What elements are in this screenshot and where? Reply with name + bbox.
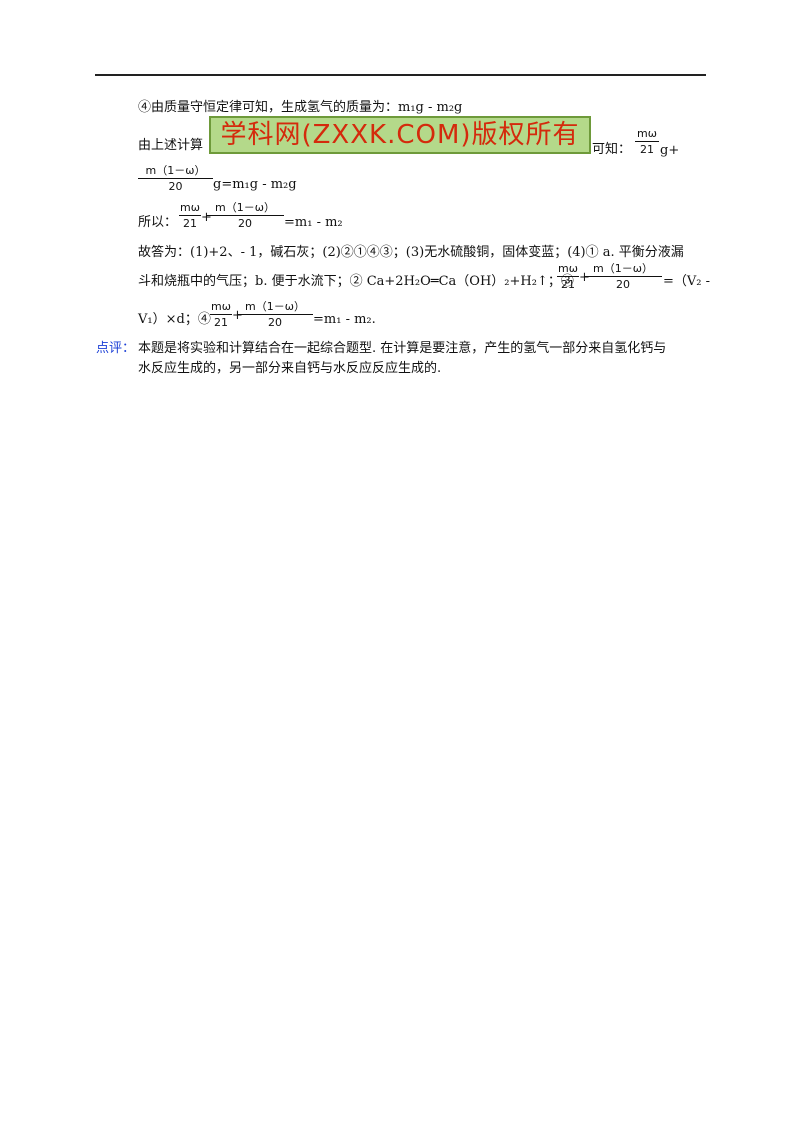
- fraction-denominator: 21: [183, 217, 197, 230]
- text-line-2-prefix: 由上述计算: [138, 138, 204, 153]
- text-line-4-prefix: 所以：: [138, 215, 178, 230]
- fraction-bar: [584, 276, 662, 277]
- fraction-denominator: 20: [616, 278, 630, 291]
- answer-line-3-tail: =m₁ - m₂.: [313, 312, 376, 327]
- text-line-2-suffix: 可知：: [592, 142, 632, 157]
- text-line-4-tail: =m₁ - m₂: [284, 215, 343, 230]
- text-line-1: ④由质量守恒定律可知，生成氢气的质量为：m₁g - m₂g: [138, 100, 463, 115]
- text-line-2-tail: g+: [660, 143, 680, 158]
- comment-label: 点评：: [96, 341, 136, 356]
- plus-sign: +: [579, 270, 590, 285]
- fraction-m1w-20-d: m（1－ω） 20: [237, 300, 313, 329]
- comment-line-2: 水反应生成的，另一部分来自钙与水反应反应生成的.: [138, 361, 442, 376]
- fraction-bar: [179, 215, 201, 216]
- fraction-bar: [557, 276, 579, 277]
- comment-line-1: 本题是将实验和计算结合在一起综合题型. 在计算是要注意，产生的氢气一部分来自氢化…: [138, 341, 667, 356]
- fraction-bar: [206, 215, 284, 216]
- fraction-numerator: m（1－ω）: [245, 300, 305, 313]
- fraction-denominator: 21: [640, 143, 654, 156]
- fraction-m1w-20-a: m（1－ω） 20: [138, 164, 213, 193]
- fraction-m1w-20-c: m（1－ω） 20: [584, 262, 662, 291]
- fraction-numerator: mω: [637, 127, 657, 140]
- answer-line-2-tail: =（V₂ -: [663, 274, 711, 289]
- fraction-mw-21-d: mω 21: [210, 300, 232, 329]
- answer-line-3-prefix: V₁）×d；④: [138, 312, 211, 327]
- plus-sign: +: [201, 210, 212, 225]
- fraction-numerator: mω: [180, 201, 200, 214]
- fraction-mw-21-c: mω 21: [557, 262, 579, 291]
- fraction-denominator: 20: [268, 316, 282, 329]
- fraction-mw-21-a: mω 21: [635, 127, 659, 156]
- header-rule: [95, 74, 706, 76]
- fraction-bar: [210, 314, 232, 315]
- plus-sign: +: [232, 308, 243, 323]
- text-line-3-tail: g=m₁g - m₂g: [213, 177, 297, 192]
- fraction-denominator: 21: [214, 316, 228, 329]
- fraction-bar: [138, 178, 213, 179]
- fraction-denominator: 20: [168, 180, 183, 193]
- fraction-numerator: m（1－ω）: [215, 201, 275, 214]
- fraction-numerator: m（1－ω）: [593, 262, 653, 275]
- fraction-numerator: mω: [558, 262, 578, 275]
- fraction-denominator: 20: [238, 217, 252, 230]
- fraction-m1w-20-b: m（1－ω） 20: [206, 201, 284, 230]
- fraction-bar: [237, 314, 313, 315]
- fraction-denominator: 21: [561, 278, 575, 291]
- answer-line-2-prefix: 斗和烧瓶中的气压；b. 便于水流下；② Ca+2H₂O═Ca（OH）₂+H₂↑；…: [138, 274, 574, 289]
- watermark-logo: 学科网(ZXXK.COM)版权所有: [209, 116, 591, 154]
- fraction-numerator: mω: [211, 300, 231, 313]
- answer-line-1: 故答为：(1)+2、- 1，碱石灰；(2)②①④③；(3)无水硫酸铜，固体变蓝；…: [138, 245, 684, 260]
- fraction-mw-21-b: mω 21: [179, 201, 201, 230]
- fraction-bar: [635, 141, 659, 142]
- fraction-numerator: m（1－ω）: [145, 164, 206, 177]
